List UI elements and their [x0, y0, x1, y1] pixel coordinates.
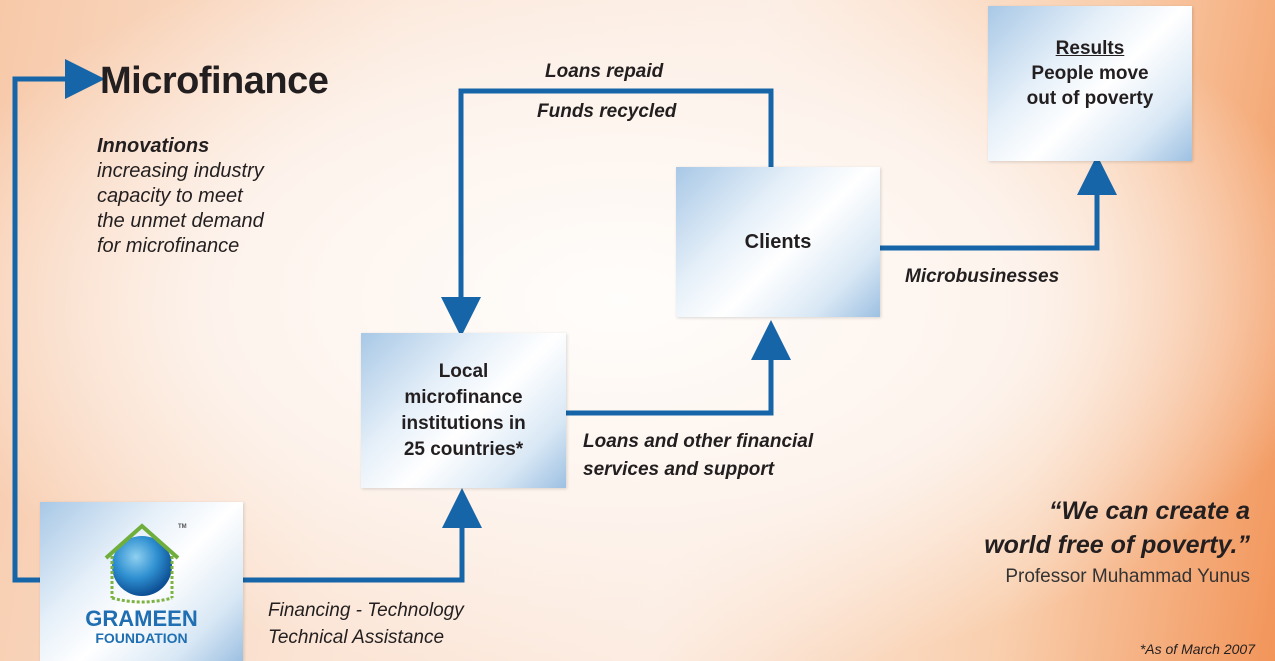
arrow-grameen-to-microfinance — [12, 59, 105, 583]
innovations-line: capacity to meet — [97, 185, 243, 207]
innovations-line: for microfinance — [97, 235, 240, 257]
clients-label: Clients — [744, 230, 812, 253]
loans-repaid-label: Loans repaid — [545, 61, 664, 82]
local-line: microfinance — [404, 386, 523, 408]
quote-line: “We can create a — [1048, 497, 1250, 525]
innovations-line: the unmet demand — [97, 210, 264, 232]
results-heading: Results — [1055, 38, 1125, 59]
local-line: institutions in — [401, 412, 526, 434]
grameen-name: GRAMEEN — [85, 606, 198, 631]
quote-attribution: Professor Muhammad Yunus — [1005, 566, 1250, 587]
arrow-grameen-to-local — [243, 488, 482, 583]
innovations-block: Innovations increasing industry capacity… — [97, 134, 264, 259]
local-mfi-box: Local microfinance institutions in 25 co… — [361, 333, 566, 488]
microbusinesses-label: Microbusinesses — [905, 266, 1060, 287]
loans-services-line: Loans and other financial — [583, 431, 814, 452]
grameen-logo-icon: TM — [104, 523, 187, 604]
results-box: Results People move out of poverty — [988, 6, 1192, 161]
loans-services-label: Loans and other financial services and s… — [583, 428, 813, 484]
funds-recycled-label: Funds recycled — [537, 101, 677, 122]
financing-line: Financing - Technology — [268, 600, 464, 621]
grameen-foundation-box: TM GRAMEEN FOUNDATION — [40, 502, 243, 661]
trademark-mark: TM — [178, 524, 187, 530]
footnote: *As of March 2007 — [1139, 641, 1255, 657]
results-line: People move — [1031, 63, 1149, 84]
loans-services-line: services and support — [583, 459, 775, 480]
financing-label: Financing - Technology Technical Assista… — [268, 597, 464, 651]
quote-block: “We can create a world free of poverty.”… — [984, 494, 1250, 592]
foundation-name: FOUNDATION — [95, 630, 188, 646]
arrow-local-to-clients — [566, 320, 791, 416]
financing-line: Technical Assistance — [268, 627, 445, 648]
arrow-clients-to-results — [880, 155, 1117, 251]
clients-box: Clients — [676, 167, 880, 317]
local-line: 25 countries* — [403, 438, 524, 460]
innovations-line: increasing industry — [97, 160, 264, 182]
results-line: out of poverty — [1026, 88, 1154, 109]
quote-line: world free of poverty.” — [984, 531, 1250, 559]
innovations-heading: Innovations — [97, 135, 210, 157]
local-line: Local — [438, 360, 489, 382]
page-title: Microfinance — [100, 60, 329, 102]
arrow-clients-to-local — [441, 88, 774, 337]
